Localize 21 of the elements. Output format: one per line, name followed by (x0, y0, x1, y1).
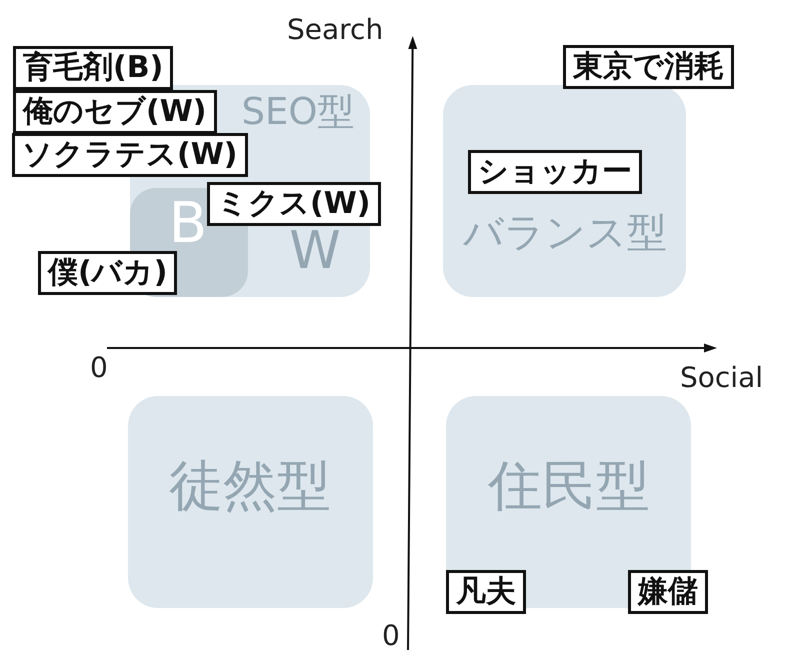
group-letter: B (168, 196, 208, 252)
axis-label: Social (680, 364, 764, 392)
item-tag: 僕(バカ) (38, 251, 178, 295)
quadrant-panel (443, 85, 686, 297)
group-letter: W (289, 225, 341, 277)
axis-zero: 0 (382, 622, 400, 650)
axis-label: Search (287, 16, 384, 44)
quadrant-title: SEO型 (242, 93, 354, 130)
quadrant-title: 徒然型 (169, 459, 331, 513)
item-tag: 育毛剤(B) (13, 46, 174, 90)
item-tag: ミクス(W) (207, 182, 381, 226)
item-tag: 凡夫 (446, 570, 526, 614)
item-tag: ソクラテス(W) (12, 133, 248, 177)
quadrant-title: 住民型 (488, 459, 650, 513)
quadrant-title: バランス型 (463, 213, 667, 253)
item-tag: ショッカー (468, 150, 642, 194)
axis-zero: 0 (90, 354, 108, 382)
item-tag: 嫌儲 (628, 570, 708, 614)
item-tag: 東京で消耗 (563, 45, 734, 89)
item-tag: 俺のセブ(W) (13, 90, 217, 134)
quadrant-panel (128, 396, 373, 608)
